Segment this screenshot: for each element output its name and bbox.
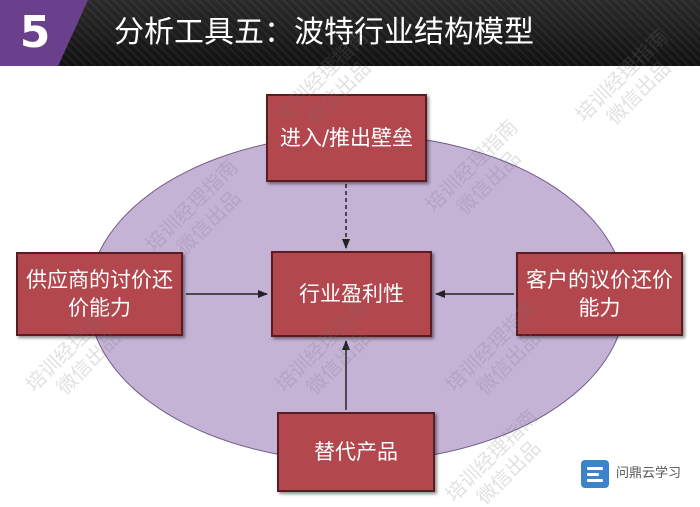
entry-barriers-box: 进入/推出壁垒: [266, 94, 427, 182]
page-title: 分析工具五：波特行业结构模型: [114, 15, 534, 50]
customer-power-box: 客户的议价还价能力: [516, 252, 683, 336]
logo-text: 问鼎云学习: [616, 466, 682, 481]
substitute-products-box: 替代产品: [277, 412, 435, 492]
supplier-power-label: 供应商的讨价还价能力: [26, 268, 173, 320]
substitute-products-label: 替代产品: [314, 440, 398, 464]
entry-barriers-label: 进入/推出壁垒: [279, 126, 414, 150]
supplier-power-box: 供应商的讨价还价能力: [16, 252, 183, 336]
logo-icon: [581, 460, 609, 488]
customer-power-label: 客户的议价还价能力: [526, 268, 673, 320]
industry-profitability-box: 行业盈利性: [271, 251, 432, 337]
industry-profitability-label: 行业盈利性: [299, 282, 404, 306]
section-number: 5: [19, 7, 51, 58]
title-banner: 5 分析工具五：波特行业结构模型: [0, 0, 700, 66]
